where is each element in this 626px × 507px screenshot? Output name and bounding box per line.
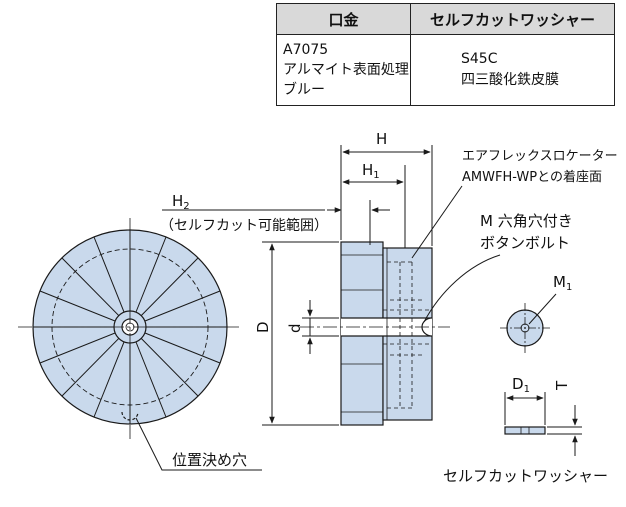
label-D: D [254,321,272,333]
label-H2: H2 [172,192,190,212]
dim-D1 [504,392,546,425]
cap-color: ブルー [283,82,325,98]
bolt-note-1: M 六角穴付き [480,212,573,230]
front-centerlines [18,218,240,440]
dim-H1 [342,165,406,248]
locator-note-1: エアフレックスロケーター [462,149,618,164]
dim-H2 [162,200,390,245]
washer-front [500,293,557,353]
dim-H [340,145,433,246]
washer-material-cell: S45C 四三酸化鉄皮膜 [410,34,615,106]
washer-material: S45C [461,51,498,67]
header-cap: 口金 [276,3,411,35]
dim-D [262,241,339,426]
cap-material: A7075 [283,42,329,58]
side-view [340,241,433,426]
cap-treatment: アルマイト表面処理 [283,62,409,78]
label-H: H [376,130,387,148]
material-spec-table: 口金 セルフカットワッシャー A7075 アルマイト表面処理 ブルー S45C … [276,3,615,106]
label-T: T [553,380,571,391]
washer-treatment: 四三酸化鉄皮膜 [461,72,559,88]
table-header-row: 口金 セルフカットワッシャー [276,3,615,35]
bolt-note-2: ボタンボルト [480,234,570,252]
label-D1: D1 [512,375,530,395]
washer-side [504,426,546,435]
cap-material-cell: A7075 アルマイト表面処理 ブルー [276,34,411,106]
label-H2-note: （セルフカット可能範囲） [160,217,328,234]
locator-leader [411,185,463,259]
hole-note: 位置決め穴 [172,451,247,469]
bolt-leader [423,254,501,323]
label-H1: H1 [362,161,380,181]
table-row: A7075 アルマイト表面処理 ブルー S45C 四三酸化鉄皮膜 [276,34,615,106]
label-M1: M1 [553,273,572,293]
side-hidden-lines [383,261,432,409]
washer-caption: セルフカットワッシャー [443,467,608,485]
locator-note-2: AMWFH-WPとの着座面 [462,169,602,185]
label-d: d [286,323,304,333]
hole-leader [135,417,262,471]
dim-d [302,300,339,354]
header-washer: セルフカットワッシャー [410,3,615,35]
dim-T [547,405,582,456]
